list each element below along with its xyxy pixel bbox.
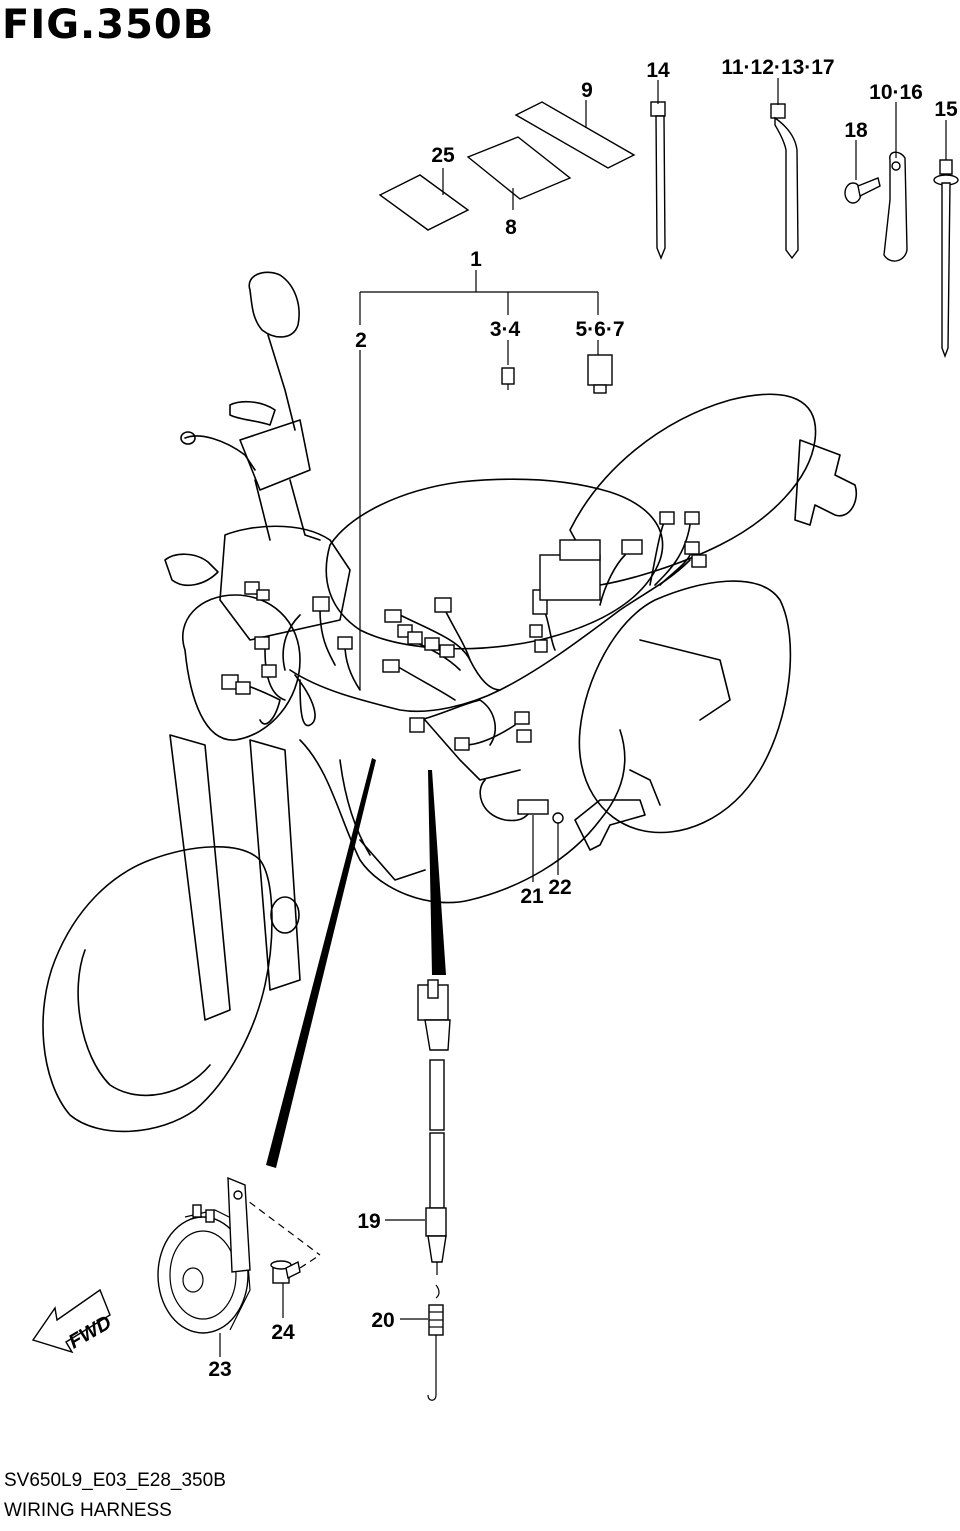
callout-24: 24 — [271, 1321, 295, 1344]
motorcycle-outline-icon — [42, 271, 857, 1133]
pointer-to-horn — [266, 758, 376, 1168]
callout-5-6-7: 5·6·7 — [575, 318, 624, 341]
leader-lines — [219, 78, 947, 1357]
pad-25-icon — [378, 174, 470, 231]
pad-8-icon — [466, 136, 572, 200]
figure-caption: WIRING HARNESS — [4, 1500, 172, 1521]
callout-9: 9 — [581, 79, 593, 102]
callout-19: 19 — [357, 1210, 380, 1233]
pad-9-icon — [514, 101, 636, 169]
callout-22: 22 — [548, 876, 571, 899]
fwd-arrow-icon: FWD — [31, 1288, 115, 1353]
callout-21: 21 — [520, 885, 544, 908]
cable-tie-15-icon — [933, 159, 959, 358]
callout-11-12-13-17: 11·12·13·17 — [721, 56, 834, 79]
callout-2: 2 — [355, 329, 367, 352]
callout-8: 8 — [505, 216, 517, 239]
callout-labels: 1 2 3·4 5·6·7 8 9 10·16 11·12·13·17 14 1… — [208, 56, 958, 1381]
callout-25: 25 — [431, 144, 455, 167]
callout-15: 15 — [934, 98, 958, 121]
spring-20-icon — [427, 1284, 444, 1401]
cable-tie-14-icon — [650, 101, 666, 260]
fuse-icon — [501, 367, 515, 390]
sensor-19-icon — [417, 979, 451, 1275]
callout-20: 20 — [371, 1309, 394, 1332]
clamp-10-icon — [883, 151, 908, 262]
horn-23-icon — [157, 1176, 251, 1334]
relay-icon — [587, 354, 613, 394]
model-code: SV650L9_E03_E28_350B — [4, 1470, 226, 1491]
callout-3-4: 3·4 — [490, 318, 521, 341]
callout-10-16: 10·16 — [869, 81, 923, 104]
pointer-to-sensor — [428, 770, 446, 975]
clamp-11-icon — [770, 103, 799, 260]
wiring-harness-icon — [221, 511, 707, 824]
callout-14: 14 — [646, 59, 670, 82]
callout-23: 23 — [208, 1358, 231, 1381]
callout-18: 18 — [844, 119, 868, 142]
figure-title: FIG.350B — [2, 2, 215, 48]
screw-18-icon — [844, 177, 881, 204]
bolt-24-icon — [270, 1260, 301, 1284]
callout-1: 1 — [470, 248, 482, 271]
